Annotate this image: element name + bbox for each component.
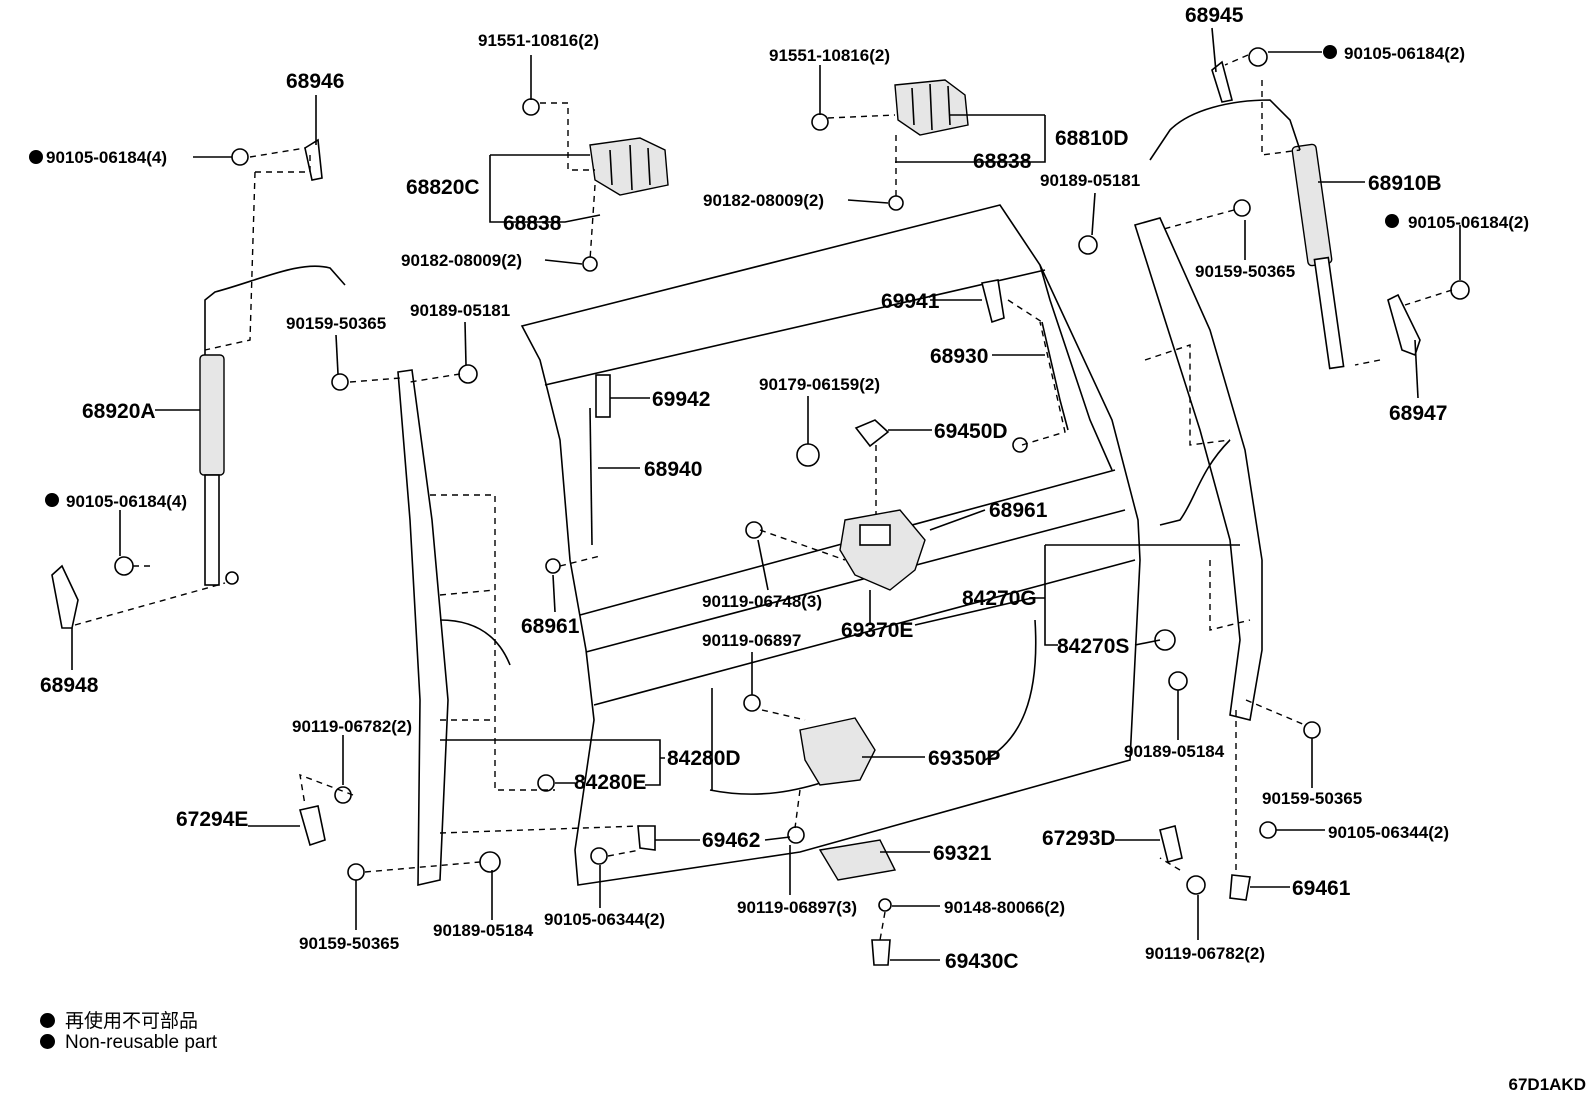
label-69462: 69462 bbox=[702, 829, 760, 852]
back-door-panel bbox=[520, 204, 1141, 886]
bracket-68948 bbox=[51, 564, 79, 629]
lock-69370E bbox=[839, 509, 926, 591]
bracket-68946 bbox=[304, 138, 323, 181]
label-68946: 68946 bbox=[286, 70, 344, 93]
label-68910B: 68910B bbox=[1368, 172, 1442, 195]
label-90105-top-right: 90105-06184(2) bbox=[1344, 44, 1465, 63]
damper-stay-left bbox=[199, 265, 346, 586]
label-90159-top-left: 90159-50365 bbox=[286, 314, 386, 333]
label-90105-left-mid: 90105-06184(4) bbox=[66, 492, 187, 511]
label-69350P: 69350P bbox=[928, 747, 1000, 770]
label-69461: 69461 bbox=[1292, 877, 1351, 900]
label-68820C: 68820C bbox=[406, 176, 480, 199]
bracket-69450D bbox=[854, 419, 890, 448]
assembly-lines bbox=[74, 54, 1453, 941]
label-90189-top-left: 90189-05181 bbox=[410, 301, 510, 320]
damper-stay-right bbox=[1149, 99, 1345, 370]
label-68838-left: 68838 bbox=[503, 212, 562, 235]
label-84280E: 84280E bbox=[574, 771, 646, 794]
leader-lines bbox=[71, 27, 1461, 961]
label-69450D: 69450D bbox=[934, 420, 1008, 443]
label-68930: 68930 bbox=[930, 345, 988, 368]
label-68945: 68945 bbox=[1185, 4, 1244, 27]
striker-69430C bbox=[871, 939, 891, 966]
label-90182-right: 90182-08009(2) bbox=[703, 191, 824, 210]
label-84280D: 84280D bbox=[667, 747, 741, 770]
legend-en-text: Non-reusable part bbox=[65, 1032, 218, 1053]
label-90148: 90148-80066(2) bbox=[944, 898, 1065, 917]
hinge-68810D bbox=[894, 79, 969, 136]
label-90159-bottom-left: 90159-50365 bbox=[299, 934, 399, 953]
hinge-68820C bbox=[589, 137, 669, 196]
diagram-code: 67D1AKD bbox=[1508, 1075, 1586, 1094]
label-68810D: 68810D bbox=[1055, 127, 1129, 150]
non-reusable-markers bbox=[29, 45, 1399, 507]
label-90189-05184-right: 90189-05184 bbox=[1124, 742, 1225, 761]
label-90119-06897-3: 90119-06897(3) bbox=[737, 898, 857, 917]
label-90119-06748: 90119-06748(3) bbox=[702, 592, 822, 611]
lock-69350P bbox=[799, 717, 876, 786]
label-90119-06782-right: 90119-06782(2) bbox=[1145, 944, 1265, 963]
label-90189-top-right: 90189-05181 bbox=[1040, 171, 1140, 190]
switch-67294E bbox=[298, 805, 326, 847]
legend-en: Non-reusable part bbox=[40, 1032, 217, 1054]
label-90189-05184-left: 90189-05184 bbox=[433, 921, 534, 940]
cover-69321 bbox=[818, 839, 897, 881]
handle-69941 bbox=[981, 279, 1005, 324]
bullet-icon bbox=[40, 1034, 55, 1049]
rod-68930 bbox=[1041, 321, 1069, 431]
bumper-69461 bbox=[1229, 874, 1251, 901]
label-69942: 69942 bbox=[652, 388, 710, 411]
label-90159-top-right: 90159-50365 bbox=[1195, 262, 1295, 281]
label-90105-06344-right: 90105-06344(2) bbox=[1328, 823, 1449, 842]
label-67293D: 67293D bbox=[1042, 827, 1116, 850]
label-68920A: 68920A bbox=[82, 400, 156, 423]
bracket-69942 bbox=[595, 374, 611, 418]
bumper-69462 bbox=[637, 825, 656, 851]
legend-jp-text: 再使用不可部品 bbox=[65, 1011, 199, 1032]
label-68961-left: 68961 bbox=[521, 615, 580, 638]
label-90179: 90179-06159(2) bbox=[759, 375, 880, 394]
label-69941: 69941 bbox=[881, 290, 940, 313]
label-67294E: 67294E bbox=[176, 808, 248, 831]
label-69370E: 69370E bbox=[841, 619, 913, 642]
label-90105-top-left: 90105-06184(4) bbox=[46, 148, 167, 167]
garnish-right bbox=[1133, 217, 1263, 721]
bullet-icon bbox=[40, 1013, 55, 1028]
label-68948: 68948 bbox=[40, 674, 99, 697]
label-90182-left: 90182-08009(2) bbox=[401, 251, 522, 270]
label-84270G: 84270G bbox=[962, 587, 1037, 610]
label-90105-right: 90105-06184(2) bbox=[1408, 213, 1529, 232]
label-69321: 69321 bbox=[933, 842, 992, 865]
garnish-left bbox=[397, 369, 449, 887]
rod-68940 bbox=[589, 407, 593, 546]
legend-jp: 再使用不可部品 bbox=[40, 1006, 198, 1033]
label-90105-06344-left: 90105-06344(2) bbox=[544, 910, 665, 929]
label-68838-right: 68838 bbox=[973, 150, 1032, 173]
part-labels: 68946 91551-10816(2) 91551-10816(2) 6894… bbox=[40, 4, 1529, 973]
bracket-68947 bbox=[1387, 293, 1421, 357]
label-69430C: 69430C bbox=[945, 950, 1019, 973]
switch-67293D bbox=[1159, 825, 1183, 863]
label-84270S: 84270S bbox=[1057, 635, 1129, 658]
bracket-68945 bbox=[1211, 60, 1233, 103]
label-68940: 68940 bbox=[644, 458, 702, 481]
label-68947: 68947 bbox=[1389, 402, 1447, 425]
label-91551-left: 91551-10816(2) bbox=[478, 31, 599, 50]
label-90119-06782-left: 90119-06782(2) bbox=[292, 717, 412, 736]
label-90159-bottom-right: 90159-50365 bbox=[1262, 789, 1362, 808]
fasteners bbox=[114, 47, 1470, 912]
label-68961-right: 68961 bbox=[989, 499, 1048, 522]
label-90119-06897: 90119-06897 bbox=[702, 631, 801, 650]
label-91551-right: 91551-10816(2) bbox=[769, 46, 890, 65]
